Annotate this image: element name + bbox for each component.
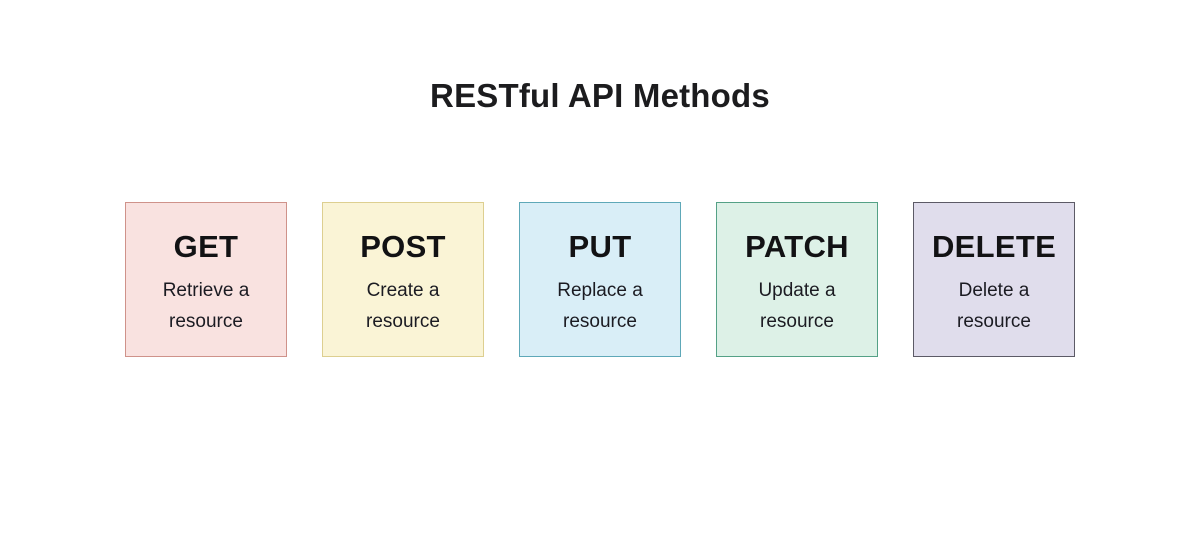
method-card-get: GET Retrieve a resource <box>125 202 287 357</box>
method-description-get: Retrieve a resource <box>162 280 250 332</box>
method-card-post: POST Create a resource <box>322 202 484 357</box>
method-card-patch: PATCH Update a resource <box>716 202 878 357</box>
method-name-patch: PATCH <box>745 229 849 264</box>
method-description-post: Create a resource <box>366 280 440 332</box>
method-card-delete: DELETE Delete a resource <box>913 202 1075 357</box>
method-name-get: GET <box>173 229 239 264</box>
method-card-put: PUT Replace a resource <box>519 202 681 357</box>
diagram-title: RESTful API Methods <box>430 77 770 114</box>
method-description-put: Replace a resource <box>557 280 643 332</box>
diagram-canvas: RESTful API Methods GET Retrieve a resou… <box>0 76 1200 542</box>
method-description-delete: Delete a resource <box>957 280 1031 332</box>
method-name-delete: DELETE <box>931 229 1057 264</box>
method-cards-row: GET Retrieve a resource POST Create a re… <box>0 202 1200 357</box>
method-description-patch: Update a resource <box>758 280 836 332</box>
method-name-put: PUT <box>568 229 632 264</box>
method-name-post: POST <box>360 229 446 264</box>
